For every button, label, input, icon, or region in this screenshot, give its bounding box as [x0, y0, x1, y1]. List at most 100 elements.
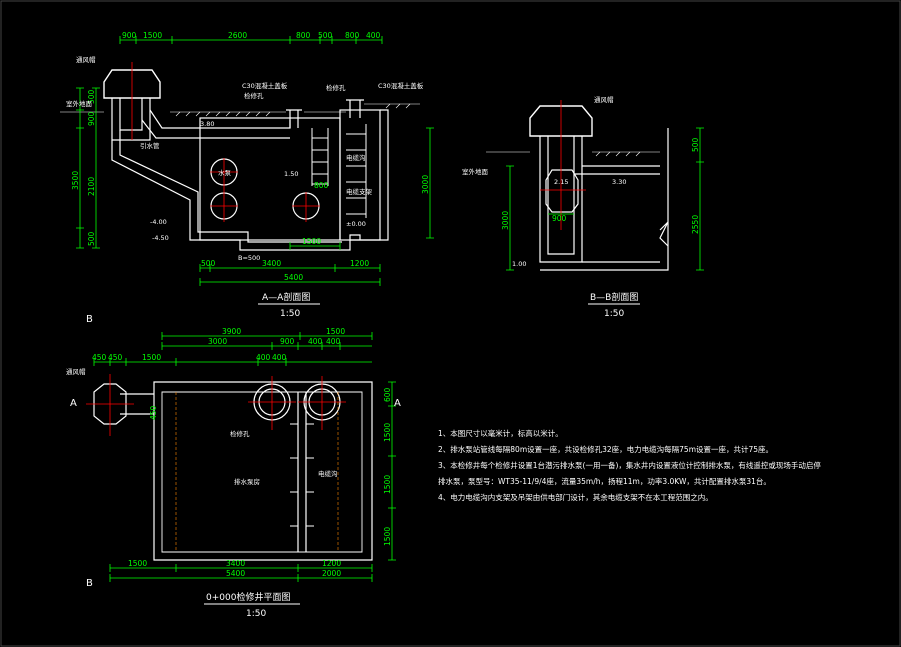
- aa-dim-800: 800: [314, 181, 329, 190]
- aa-dim-total-left: 3500: [71, 171, 80, 190]
- plan-dim-r2-2: 400: [308, 337, 323, 346]
- note-4: 4、电力电缆沟内支架及吊架由供电部门设计，其余电缆支架不在本工程范围之内。: [438, 493, 713, 502]
- bb-shaft: [539, 136, 583, 263]
- plan-dim-r3-4: 400: [272, 353, 287, 362]
- plan-dim-b2-0: 5400: [226, 569, 245, 578]
- aa-dim-lines: [76, 36, 434, 286]
- bb-title-block: B—B剖面图 1:50: [588, 291, 640, 319]
- plan-dim-r2-1: 900: [280, 337, 295, 346]
- aa-dim-inner: 1500: [302, 237, 321, 246]
- note-1: 1、本图尺寸以毫米计，标高以米计。: [438, 429, 563, 438]
- bb-scale: 1:50: [604, 309, 624, 319]
- bb-vent-cap: [529, 105, 593, 137]
- bb-box: [540, 128, 669, 271]
- plan-dim-b1-1: 3400: [226, 559, 245, 568]
- aa-dim-bottom-0: 500: [201, 259, 216, 268]
- bb-title: B—B剖面图: [590, 291, 638, 303]
- aa-title-block: A—A剖面图 1:50: [258, 291, 320, 319]
- aa-label-pump: 水泵: [218, 168, 232, 177]
- aa-central-wall: [199, 117, 341, 241]
- plan-inner-wall: [161, 391, 363, 553]
- aa-dim-left-1: 900: [87, 111, 96, 126]
- aa-ground: [60, 103, 420, 117]
- aa-dim-bottom-1: 3400: [262, 259, 281, 268]
- aa-label-vent: 通风帽: [76, 55, 96, 64]
- aa-right-outer: [350, 109, 389, 241]
- aa-scale: 1:50: [280, 309, 300, 319]
- aa-label-pipe: 引水管: [140, 141, 160, 150]
- aa-manhole-right: [346, 99, 364, 118]
- plan-labels: 通风帽 排水泵房 电缆沟 检修孔: [66, 367, 338, 486]
- aa-dim-top-0: 900: [122, 31, 137, 40]
- general-notes: 1、本图尺寸以毫米计，标高以米计。 2、排水泵站管线每隔80m设置一座，共设检修…: [438, 426, 858, 506]
- plan-dim-r3-1: 450: [108, 353, 123, 362]
- bb-pipe: [545, 169, 579, 213]
- aa-left-shaft: [111, 98, 151, 141]
- plan-dim-r3-2: 1500: [142, 353, 161, 362]
- aa-dim-right: 3000: [421, 175, 430, 194]
- bb-level-top: 3.30: [612, 178, 626, 186]
- aa-label-c30-left: C30混凝土盖板: [242, 81, 288, 90]
- aa-dim-top-5: 800: [345, 31, 360, 40]
- note-3b: 排水泵，泵型号：WT35-11/9/4座，流量35m/h，扬程11m，功率3.0…: [438, 477, 771, 486]
- plan-dim-r1-1: 1500: [326, 327, 345, 336]
- plan-dim-r2-3: 400: [326, 337, 341, 346]
- aa-label-ground: 室外地面: [66, 99, 93, 108]
- plan-dim-b2-1: 2000: [322, 569, 341, 578]
- plan-dim-45: 450: [149, 405, 158, 420]
- aa-level-l: 3.80: [200, 120, 214, 128]
- aa-dim-left-2: 2100: [87, 177, 96, 196]
- plan-dim-r1-0: 3900: [222, 327, 241, 336]
- bb-dim-right-1: 2550: [691, 215, 700, 234]
- plan-brackets: [290, 423, 314, 527]
- aa-dim-total-bottom: 5400: [284, 273, 303, 282]
- plan-label-manhole: 检修孔: [230, 429, 250, 438]
- plan-title-block: 0+000检修井平面图 1:50: [204, 591, 300, 619]
- plan-dim-b1-0: 1500: [128, 559, 147, 568]
- plan-centerlines: [86, 374, 346, 436]
- plan-outer-wall: [153, 381, 373, 561]
- plan-dim-right-0: 600: [383, 387, 392, 402]
- plan-dim-r2-0: 3000: [208, 337, 227, 346]
- plan-dim-right-1: 1500: [383, 423, 392, 442]
- plan-label-cable-trench: 电缆沟: [318, 469, 338, 478]
- bb-break: [659, 221, 669, 247]
- plan-label-vent: 通风帽: [66, 367, 86, 376]
- bb-dim-right-0: 500: [691, 137, 700, 152]
- bb-ground: [486, 151, 660, 157]
- bb-dia: 2.15: [554, 178, 568, 186]
- plan-vent-octagon: [93, 383, 127, 425]
- plan-marker-b-bottom: B: [86, 578, 93, 589]
- plan-marker-a-left: A: [70, 398, 77, 409]
- plan-section-markers: A A B B: [70, 314, 401, 589]
- section-bb: [529, 105, 669, 271]
- aa-dim-top-6: 400: [366, 31, 381, 40]
- aa-label-cable-trench: 电缆沟: [346, 153, 366, 162]
- plan-title: 0+000检修井平面图: [206, 591, 290, 603]
- aa-cable-bracket: [346, 124, 367, 218]
- plan-dim-r3-3: 400: [256, 353, 271, 362]
- plan-label-pump-room: 排水泵房: [234, 477, 260, 486]
- bb-level-bot: 1.00: [512, 260, 526, 268]
- aa-dim-top-2: 2600: [228, 31, 247, 40]
- bb-dim-text: 500 2550 3000 900: [501, 137, 700, 234]
- aa-main-left: [111, 130, 361, 251]
- plan-marker-b-top: B: [86, 314, 93, 325]
- aa-vent-cap: [103, 69, 161, 99]
- aa-level-mid: 1.50: [284, 170, 298, 178]
- bb-dim-bottom: 900: [552, 214, 567, 223]
- aa-label-manhole-left: 检修孔: [244, 91, 264, 100]
- aa-dim-top-4: 500: [318, 31, 333, 40]
- bb-label-outdoor: 室外地面: [462, 167, 489, 176]
- aa-label-c30-right: C30混凝土盖板: [378, 81, 424, 90]
- aa-title: A—A剖面图: [262, 291, 310, 303]
- aa-ladder: [311, 128, 329, 186]
- note-2: 2、排水泵站管线每隔80m设置一座，共设检修孔32座，电力电缆沟每隔75m设置一…: [438, 445, 774, 454]
- plan-dim-lines: [93, 332, 396, 582]
- aa-b-value: B=500: [238, 254, 260, 262]
- plan-dim-right-2: 1500: [383, 475, 392, 494]
- aa-dim-bottom-2: 1200: [350, 259, 369, 268]
- plan-dim-text: 3900 1500 3000 900 400 400 450 450 1500 …: [92, 327, 392, 578]
